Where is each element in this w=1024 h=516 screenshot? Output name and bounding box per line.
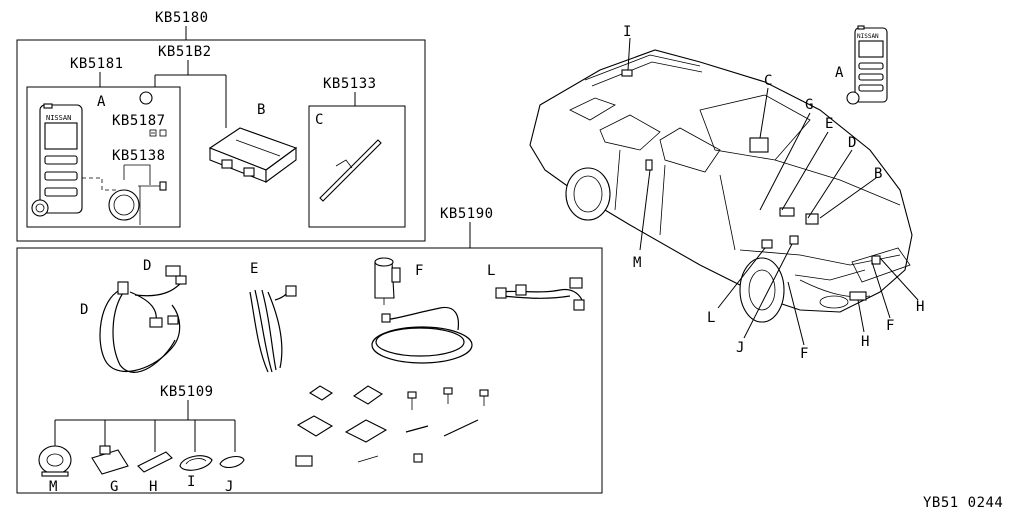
label-j-part: J (225, 479, 233, 495)
battery-icon (139, 91, 153, 105)
label-i-car: I (623, 24, 631, 40)
label-h-car-lower: H (861, 334, 869, 350)
label-c-car: C (764, 73, 772, 89)
bolt-icon (407, 387, 489, 410)
label-a-car-remote: A (835, 65, 844, 81)
key-ring-icon (108, 181, 167, 225)
label-g-part: G (110, 479, 118, 495)
kit-box-kb5181 (26, 86, 181, 228)
harness-e-icon (249, 285, 297, 373)
label-l-harness: L (487, 263, 495, 279)
wire-coil-icon (371, 306, 473, 364)
label-f-car-left: F (800, 346, 808, 362)
label-c-antenna: C (315, 112, 323, 128)
label-j-car: J (736, 340, 744, 356)
label-b-unit: B (257, 102, 265, 118)
label-i-part: I (187, 474, 195, 490)
vehicle-illustration (529, 49, 913, 323)
part-i-icon (179, 455, 213, 471)
remote-transmitter-icon: NISSAN (31, 103, 83, 217)
label-m-car: M (633, 255, 641, 271)
harness-d-icon (99, 265, 187, 373)
mounting-hardware-icon (295, 385, 489, 467)
part-h-icon (137, 451, 173, 473)
label-f-car-right: F (886, 318, 894, 334)
kit-box-kb5190 (16, 247, 603, 494)
code-kb5180: KB5180 (155, 10, 209, 26)
code-kb5182: KB51B2 (158, 44, 212, 60)
antenna-strip-icon (319, 139, 382, 202)
code-kb5187: KB5187 (112, 113, 166, 129)
siren-horn-icon (374, 257, 401, 305)
vehicle-callouts (627, 37, 919, 346)
code-kb5133: KB5133 (323, 76, 377, 92)
harness-l-icon (495, 277, 585, 311)
label-l-car: L (707, 310, 715, 326)
label-m-part: M (49, 479, 57, 495)
label-h-car-right: H (916, 299, 924, 315)
diagram-reference-code: YB51 0244 (923, 495, 1003, 511)
label-e-car: E (825, 116, 833, 132)
code-kb5138: KB5138 (112, 148, 166, 164)
code-kb5190: KB5190 (440, 206, 494, 222)
label-h-part: H (149, 479, 157, 495)
remote-transmitter-side-icon: NISSAN (846, 25, 888, 105)
kit-box-kb5133 (308, 105, 406, 228)
control-unit-icon (208, 127, 298, 184)
code-kb5109: KB5109 (160, 384, 214, 400)
small-screws-icon (149, 129, 167, 137)
part-m-icon (38, 445, 72, 477)
label-d-car: D (848, 135, 856, 151)
code-kb5181: KB5181 (70, 56, 124, 72)
part-g-icon (91, 445, 129, 475)
kit-box-kb5180 (16, 39, 426, 242)
label-g-car: G (805, 97, 813, 113)
remote-brand-label: NISSAN (46, 114, 71, 122)
label-a-remote: A (97, 94, 106, 110)
remote-side-brand-label: NISSAN (857, 33, 879, 40)
label-d-harness: D (80, 302, 88, 318)
label-f-horn: F (415, 263, 423, 279)
label-d-small: D (143, 258, 151, 274)
part-j-icon (219, 455, 245, 469)
label-e-harness: E (250, 261, 258, 277)
label-b-car: B (874, 166, 882, 182)
